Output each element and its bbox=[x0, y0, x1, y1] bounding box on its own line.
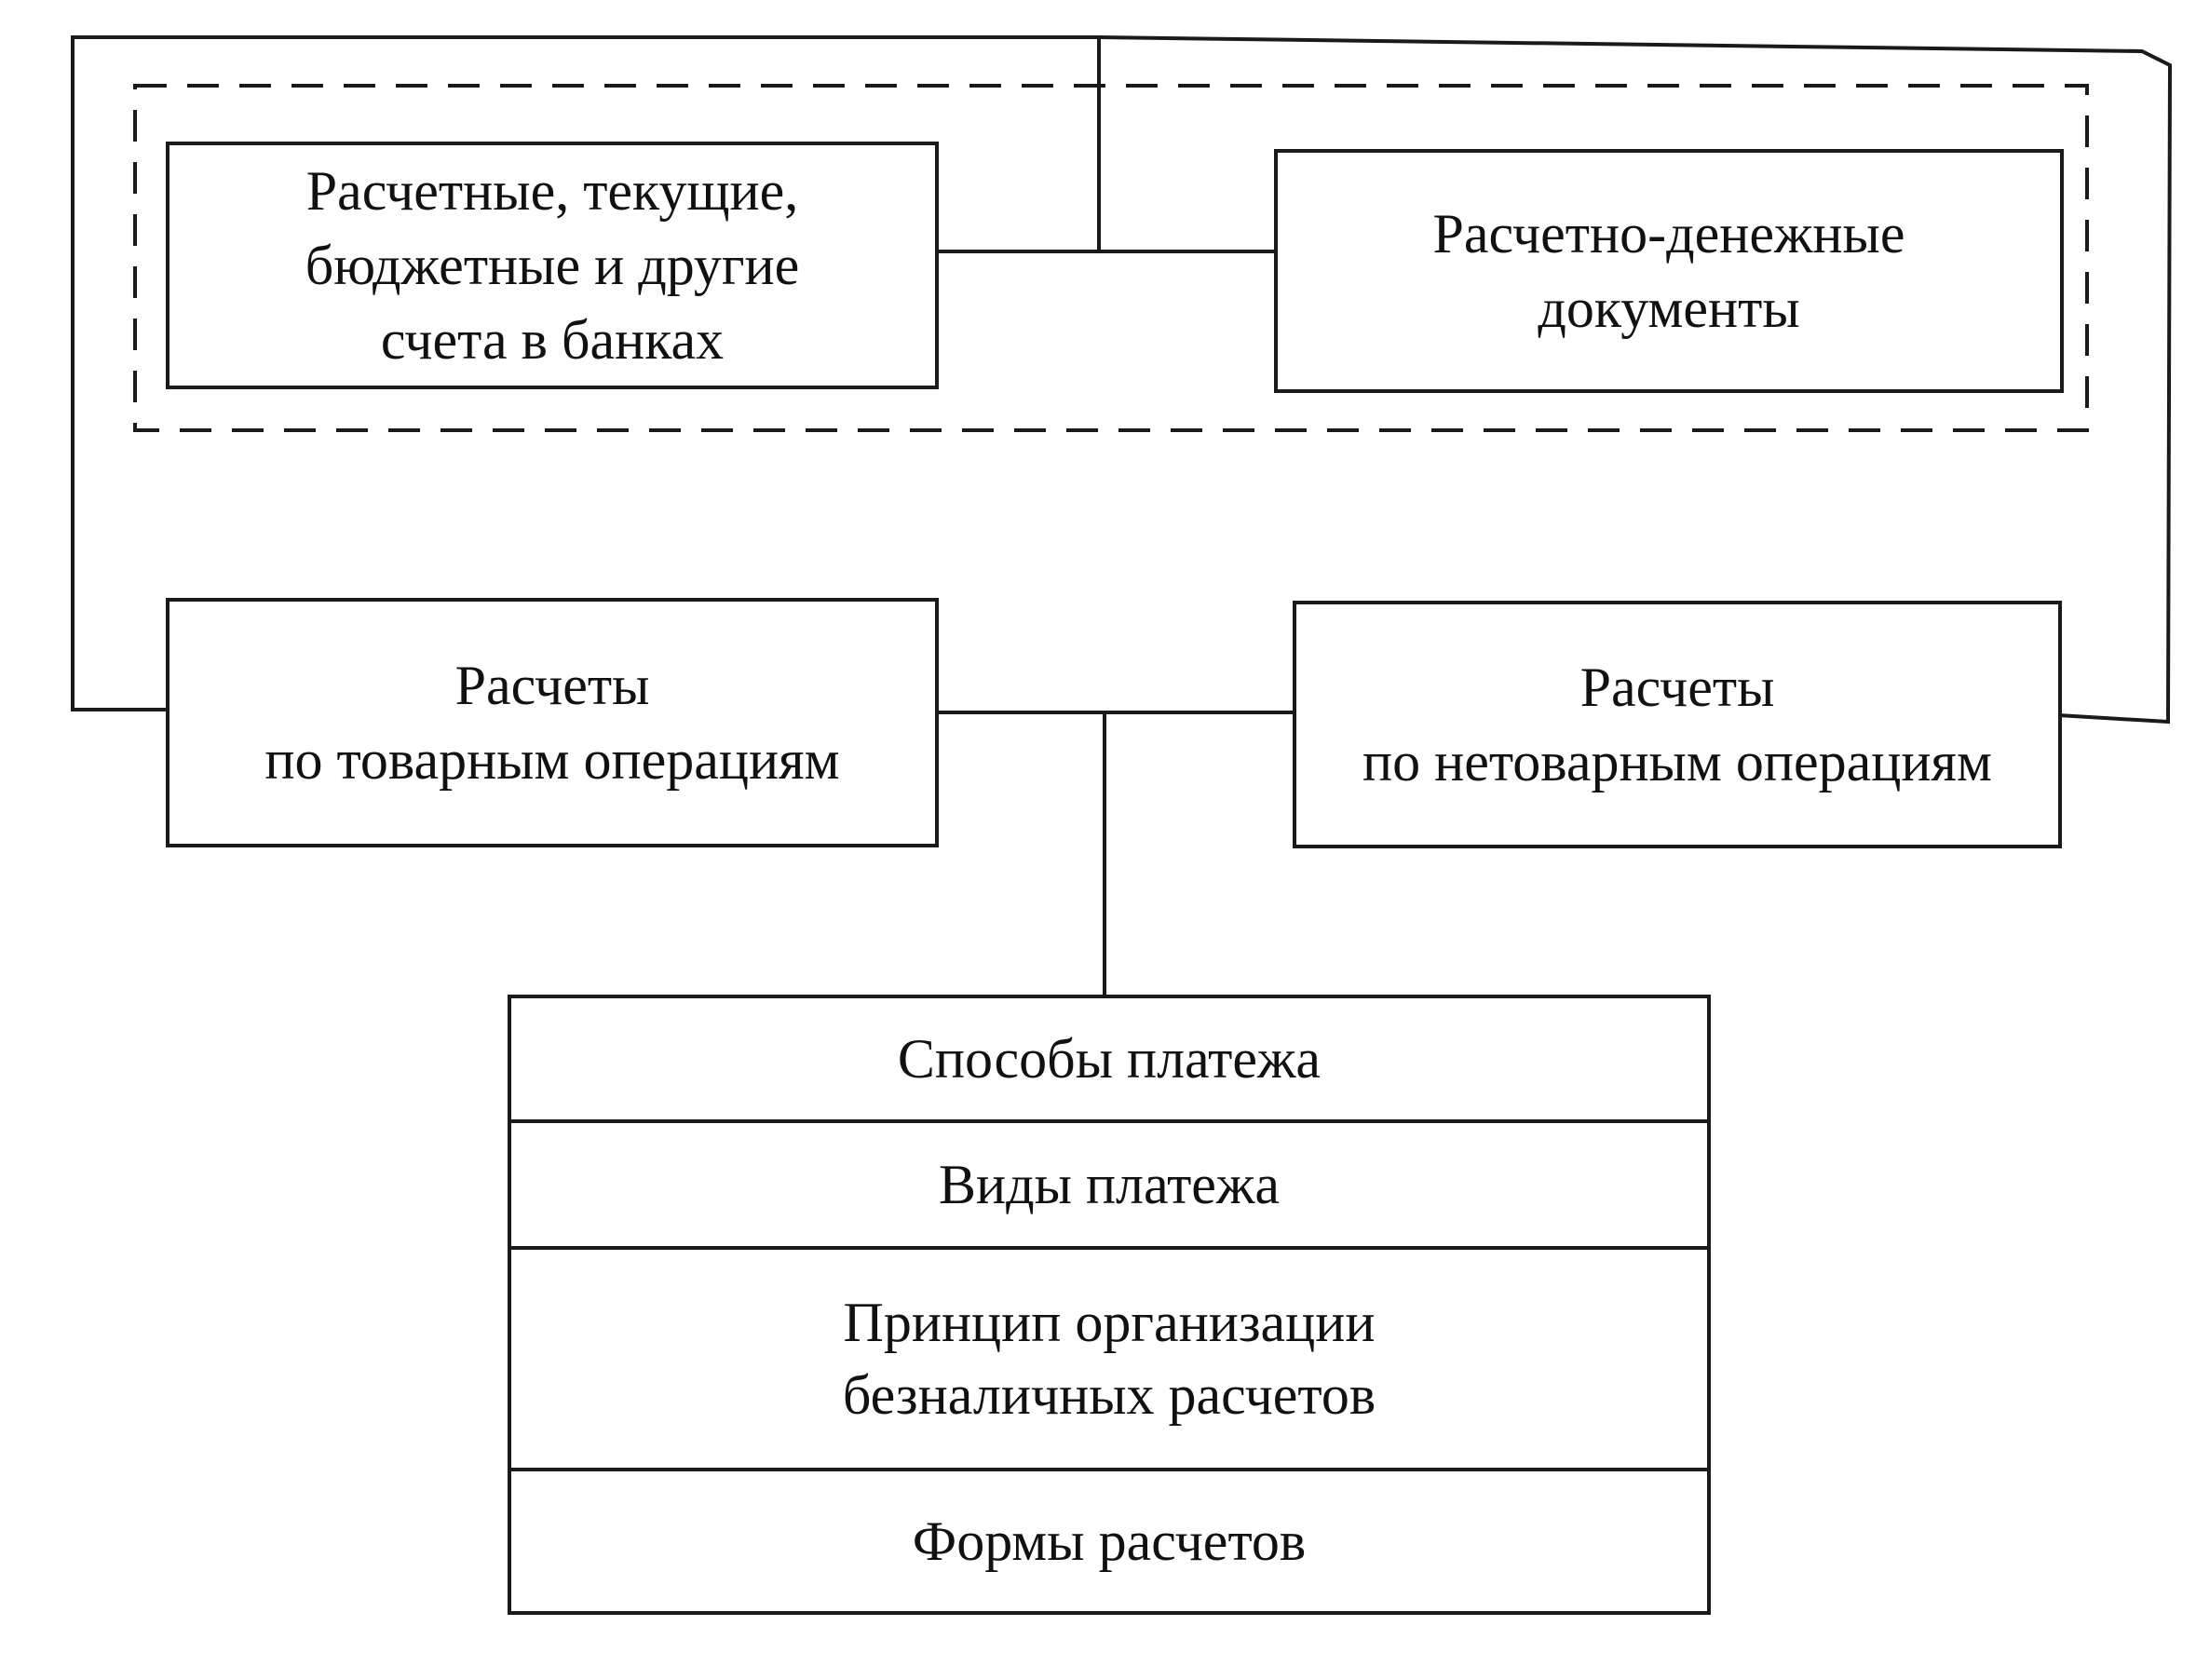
stack-row-payment-types: Виды платежа bbox=[511, 1119, 1707, 1246]
node-bank-accounts-line-2: бюджетные и другие bbox=[305, 235, 800, 296]
node-payment-documents: Расчетно-денежные документы bbox=[1274, 149, 2064, 393]
node-bank-accounts-line-1: Расчетные, текущие, bbox=[305, 160, 799, 222]
stack-row-settlement-forms: Формы расчетов bbox=[511, 1468, 1707, 1611]
payment-components-stack: Способы платежа Виды платежа Принцип орг… bbox=[508, 995, 1711, 1615]
stack-row-payment-types-line-1: Виды платежа bbox=[938, 1154, 1281, 1215]
node-bank-accounts-line-3: счета в банках bbox=[380, 309, 725, 371]
node-payment-documents-line-1: Расчетно-денежные bbox=[1432, 203, 1905, 264]
stack-row-organization-principle-line-1: Принцип организации bbox=[843, 1292, 1376, 1353]
node-bank-accounts: Расчетные, текущие, бюджетные и другие с… bbox=[166, 142, 939, 389]
stack-row-organization-principle: Принцип организации безналичных расчетов bbox=[511, 1246, 1707, 1468]
node-payment-documents-line-2: документы bbox=[1538, 278, 1800, 339]
node-noncommodity-settlements-line-1: Расчеты bbox=[1579, 657, 1775, 718]
node-noncommodity-settlements: Расчеты по нетоварным операциям bbox=[1293, 601, 2062, 848]
node-commodity-settlements-line-1: Расчеты bbox=[454, 655, 650, 716]
stack-row-payment-methods-line-1: Способы платежа bbox=[897, 1028, 1322, 1090]
node-commodity-settlements: Расчеты по товарным операциям bbox=[166, 598, 939, 847]
stack-row-settlement-forms-line-1: Формы расчетов bbox=[912, 1511, 1307, 1572]
node-noncommodity-settlements-line-2: по нетоварным операциям bbox=[1362, 731, 1992, 793]
stack-row-organization-principle-line-2: безналичных расчетов bbox=[842, 1364, 1376, 1426]
stack-row-payment-methods: Способы платежа bbox=[511, 998, 1707, 1119]
outer-frame bbox=[71, 35, 2173, 725]
node-commodity-settlements-line-2: по товарным операциям bbox=[264, 729, 840, 791]
